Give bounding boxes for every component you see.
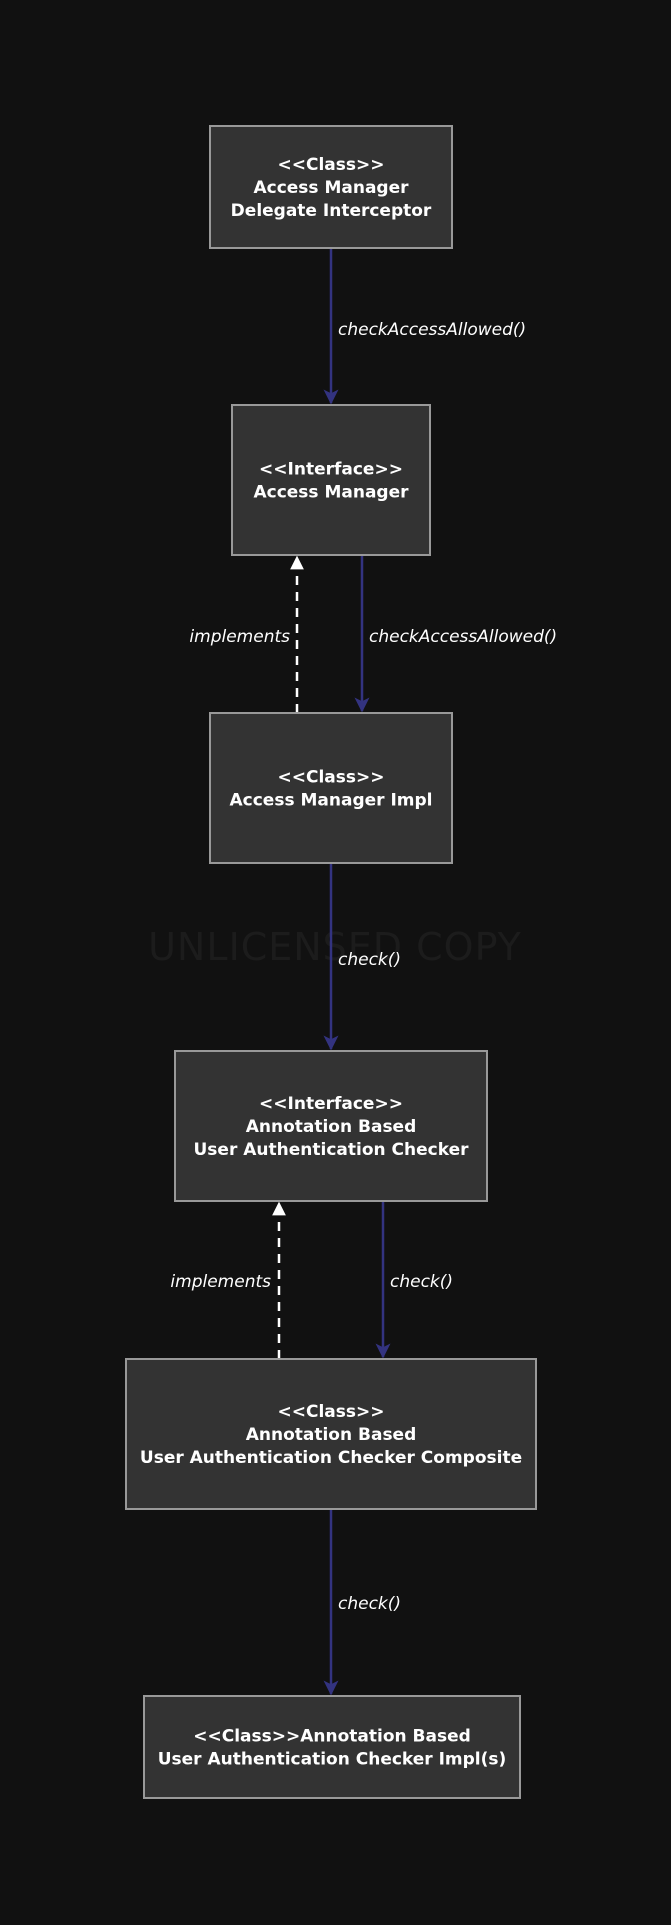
node-label-line: <<Interface>> [259,1094,403,1114]
node-label-line: <<Class>> [278,1402,385,1422]
edge-label: implements [189,627,290,647]
node-access-manager-impl: <<Class>> Access Manager Impl [209,712,453,864]
edge-access-manager-impl-to-annotation-checker: check() [323,863,401,1051]
node-label-line: User Authentication Checker Composite [140,1448,522,1468]
edge-label: check() [390,1272,453,1292]
node-label-line: <<Class>> [278,155,385,175]
node-label-line: Annotation Based [246,1117,417,1137]
node-box [125,1358,537,1510]
node-box [143,1695,521,1799]
node-label-line: Access Manager [253,483,409,503]
node-label-line: Access Manager [253,178,409,198]
edge-label: checkAccessAllowed() [338,320,526,340]
node-box [174,1050,488,1202]
node-box [209,125,453,249]
watermark: UNLICENSED COPY [148,925,522,969]
node-box [231,404,431,556]
edges-layer: checkAccessAllowed() implements checkAcces… [170,248,557,1696]
node-label-line: <<Class>>Annotation Based [193,1727,471,1747]
edge-annotation-checker-composite-to-annotation-checker-impl: check() [323,1509,401,1696]
edge-delegate-interceptor-to-access-manager: checkAccessAllowed() [323,248,526,405]
edge-annotation-checker-composite-to-annotation-checker: implements [170,1201,286,1359]
node-label-line: User Authentication Checker Impl(s) [158,1750,507,1770]
edge-label: check() [338,1594,401,1614]
edge-label: check() [338,950,401,970]
edge-access-manager-to-access-manager-impl: checkAccessAllowed() [354,555,557,713]
node-label-line: Annotation Based [246,1425,417,1445]
edge-label: implements [170,1272,271,1292]
node-label-line: <<Class>> [278,768,385,788]
edge-annotation-checker-to-annotation-checker-composite: check() [375,1201,453,1359]
edge-label: checkAccessAllowed() [369,627,557,647]
node-label-line: Access Manager Impl [230,791,433,811]
node-label-line: User Authentication Checker [194,1140,470,1160]
edge-access-manager-impl-to-access-manager: implements [189,555,304,713]
node-box [209,712,453,864]
node-label-line: Delegate Interceptor [231,201,432,221]
node-access-manager: <<Interface>> Access Manager [231,404,431,556]
node-label-line: <<Interface>> [259,460,403,480]
